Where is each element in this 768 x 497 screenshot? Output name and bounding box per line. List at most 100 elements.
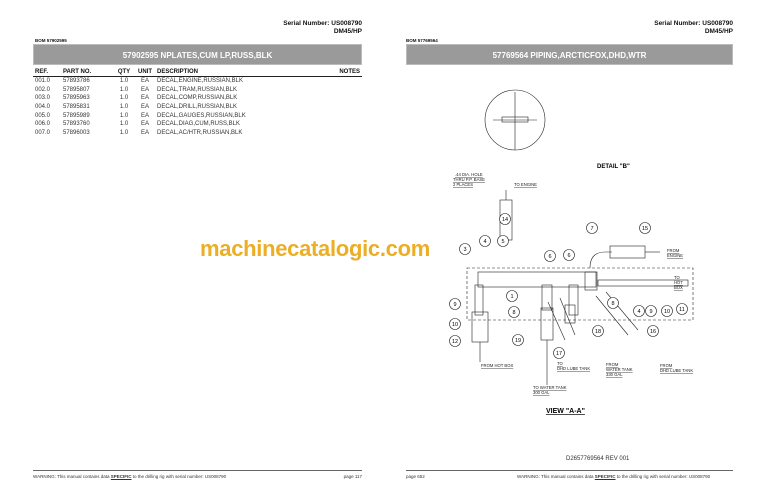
note-from-water-tank: FROM (606, 362, 619, 367)
cell-description: DECAL,DRILL,RUSSIAN,BLK (157, 104, 238, 111)
cell-part-no: 57895807 (63, 86, 90, 93)
cell-part-no: 57895989 (63, 112, 90, 119)
serial-number: Serial Number: US008790 (654, 20, 733, 27)
cell-ref: 001.0 (35, 78, 51, 85)
callout-10: 10 (661, 305, 673, 317)
callout-number: 8 (512, 310, 515, 316)
callout-circle (645, 305, 657, 317)
callout-circle (512, 334, 524, 346)
callout-9: 9 (645, 305, 657, 317)
watermark: machinecatalogic.com (200, 236, 430, 261)
col-ref: REF. (33, 67, 61, 77)
serial-block: Serial Number: US008790 DM45/HP (570, 20, 733, 36)
table-row: 007.0 57896003 1.0 EA DECAL,AC/HTR,RUSSIAN,B… (33, 129, 362, 138)
note-hole: THRU P.P. BASE (453, 177, 485, 182)
cell-ref: 007.0 (35, 129, 51, 136)
cell-ref: 002.0 (35, 86, 51, 93)
serial-block: Serial Number: US008790 DM45/HP (200, 20, 362, 36)
callout-circle (449, 298, 461, 310)
callout-number: 11 (679, 307, 685, 313)
cell-part-no: 57893760 (63, 121, 90, 128)
cell-part-no: 57896003 (63, 129, 90, 136)
col-description: DESCRIPTION (155, 67, 319, 77)
callout-circle (647, 325, 659, 337)
filter-15 (609, 245, 646, 259)
bom-title-bar: 57769564 PIPING,ARCTICFOX,DHD,WTR (406, 44, 733, 65)
valve-left (474, 284, 484, 316)
warning-emphasis: SPECIFIC (110, 474, 132, 479)
manifold-pipe (477, 271, 597, 288)
note-from-hot-box: FROM HOT BOX (481, 363, 513, 368)
serial-number: Serial Number: US008790 (283, 20, 362, 27)
cell-description: DECAL,AC/HTR,RUSSIAN,BLK (157, 129, 243, 136)
callout-7: 7 (586, 222, 598, 234)
warning-text: to the drilling rig with serial number: … (615, 474, 711, 479)
model: DM45/HP (704, 28, 733, 35)
view-label: VIEW "A-A" (546, 408, 585, 415)
callout-14: 14 (499, 213, 511, 225)
callout-circle (497, 235, 509, 247)
callout-circle (449, 318, 461, 330)
callout-number: 9 (649, 309, 652, 315)
callout-5: 5 (497, 235, 509, 247)
callout-3: 3 (459, 243, 471, 255)
callout-circle (633, 305, 645, 317)
callout-circle (479, 235, 491, 247)
warning-text: to the drilling rig with serial number: … (131, 474, 227, 479)
cell-description: DECAL,TRAM,RUSSIAN,BLK (157, 86, 238, 93)
callout-18: 18 (592, 325, 604, 337)
table-header: REF. PART NO. QTY UNIT DESCRIPTION NOTES (33, 67, 362, 77)
cell-unit: EA (140, 129, 149, 136)
callout-circle (563, 249, 575, 261)
callout-number: 10 (452, 322, 458, 328)
callout-circle (506, 290, 518, 302)
callout-10: 10 (449, 318, 461, 330)
cell-description: DECAL,ENGINE,RUSSIAN,BLK (157, 78, 244, 85)
warning-emphasis: SPECIFIC (594, 474, 616, 479)
callout-number: 5 (501, 239, 504, 245)
callout-8: 8 (607, 297, 619, 309)
callout-number: 12 (452, 339, 458, 345)
callout-circle (459, 243, 471, 255)
cell-qty: 1.0 (119, 86, 129, 93)
callout-number: 7 (590, 226, 593, 232)
cell-ref: 003.0 (35, 95, 51, 102)
cell-description: DECAL,GAUGES,RUSSIAN,BLK (157, 112, 246, 119)
callout-17: 17 (553, 347, 565, 359)
table-row: 002.0 57895807 1.0 EA DECAL,TRAM,RUSSIAN,BLK (33, 86, 362, 95)
callout-11: 11 (676, 303, 688, 315)
cell-qty: 1.0 (119, 95, 129, 102)
callout-circle (449, 335, 461, 347)
note-hole: .44 DIA. HOLE (455, 172, 483, 177)
cell-unit: EA (140, 121, 149, 128)
page-number: page 652 (406, 474, 425, 479)
col-notes: NOTES (318, 67, 362, 77)
note-from-lube-tank: FROM (660, 363, 673, 368)
callout-number: 10 (664, 309, 670, 315)
callout-number: 3 (463, 247, 466, 253)
bom-label: BOM 57769564 (406, 38, 438, 43)
callout-circle (586, 222, 598, 234)
note-to-engine: TO ENGINE (514, 182, 537, 187)
cell-unit: EA (140, 104, 149, 111)
callout-circle (607, 297, 619, 309)
callout-number: 6 (567, 253, 570, 259)
callout-4: 4 (479, 235, 491, 247)
note-from-engine: ENGINE (667, 253, 683, 258)
cell-qty: 1.0 (119, 104, 129, 111)
callout-number: 19 (515, 338, 521, 344)
detail-b-label: DETAIL "B" (597, 164, 630, 170)
cell-qty: 1.0 (119, 78, 129, 85)
cell-part-no: 57895831 (63, 104, 90, 111)
cell-description: DECAL,COMP,RUSSIAN,BLK (157, 95, 238, 102)
callout-number: 4 (483, 239, 486, 245)
cell-qty: 1.0 (119, 129, 129, 136)
callout-number: 16 (650, 329, 656, 335)
callout-number: 8 (611, 301, 614, 307)
model: DM45/HP (333, 28, 362, 35)
callout-number: 17 (556, 351, 562, 357)
callout-circle (661, 305, 673, 317)
cell-unit: EA (140, 86, 149, 93)
col-unit: UNIT (135, 67, 155, 77)
